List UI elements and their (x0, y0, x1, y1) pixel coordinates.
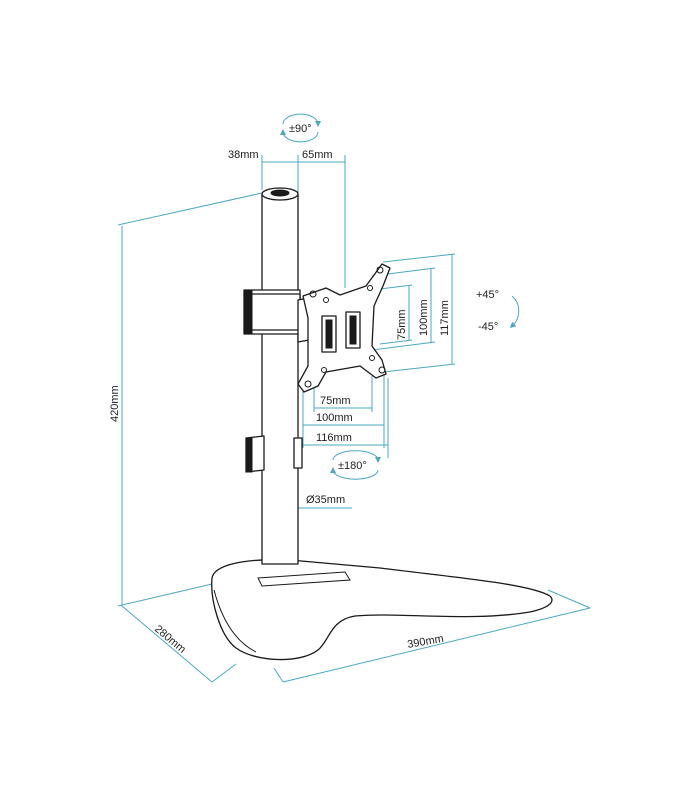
label-plate-height: 117mm (439, 300, 451, 336)
rotate-arrow-icon (330, 450, 381, 480)
label-vesa-v100: 100mm (418, 299, 430, 336)
label-tilt-down: -45° (478, 321, 498, 333)
label-height: 420mm (109, 385, 121, 422)
stand-pole (261, 187, 299, 565)
label-vesa-v75: 75mm (396, 309, 408, 340)
label-rotate-top: ±90° (289, 123, 312, 135)
label-vesa-h100: 100mm (316, 412, 353, 424)
label-swivel: ±180° (338, 460, 367, 472)
dimension-lines (117, 155, 591, 683)
label-vesa-h75: 75mm (320, 395, 351, 407)
rotate-arrow-icon (280, 113, 321, 143)
tilt-arrow-icon (509, 295, 520, 328)
label-pole-diameter: Ø35mm (306, 494, 345, 506)
label-base-width: 390mm (406, 633, 444, 651)
cable-clip (245, 435, 303, 473)
label-depth: 280mm (152, 623, 188, 656)
vesa-plate (297, 263, 391, 393)
stand-base (211, 559, 553, 661)
label-tilt-up: +45° (476, 289, 499, 301)
label-arm-offset: 65mm (302, 149, 333, 161)
label-plate-width: 116mm (316, 432, 352, 444)
label-pole-width: 38mm (228, 149, 259, 161)
